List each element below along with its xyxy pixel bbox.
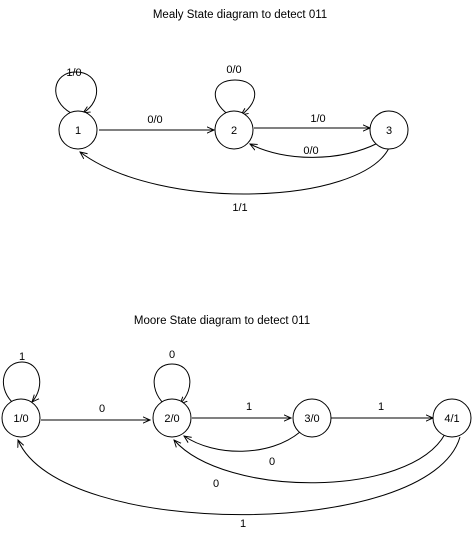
moore-state-4: 4/1	[432, 398, 472, 438]
moore-title: Moore State diagram to detect 011	[134, 315, 310, 327]
moore-edge-s4-s1	[18, 436, 461, 516]
moore-state-3: 3/0	[292, 398, 332, 438]
moore-edge-s1-self-label: 1	[19, 351, 25, 363]
moore-edge-s4-s1-label: 1	[240, 518, 246, 530]
moore-edge-s2-self	[153, 363, 191, 404]
moore-edge-s2-s3-label: 1	[246, 401, 252, 413]
mealy-edge-m3-m2	[250, 142, 379, 158]
moore-edge-s3-s2-label: 0	[269, 456, 275, 468]
moore-state-3-label: 3/0	[304, 413, 319, 425]
mealy-edge-m1-self	[55, 71, 98, 113]
mealy-title: Mealy State diagram to detect 011	[153, 9, 327, 21]
mealy-edge-m1-m2-label: 0/0	[147, 114, 162, 126]
moore-state-1-label: 1/0	[13, 413, 28, 425]
mealy-edge-m3-m2-label: 0/0	[303, 145, 318, 157]
moore-diagram: Moore State diagram to detect 011 1/0 2/…	[1, 315, 472, 530]
mealy-state-3-label: 3	[386, 125, 392, 137]
moore-edge-s2-self-label: 0	[169, 349, 175, 361]
moore-edge-s4-s2-label: 0	[213, 478, 219, 490]
moore-edge-s3-s2	[184, 431, 301, 452]
moore-state-1: 1/0	[1, 398, 41, 438]
moore-edge-s1-s2-label: 0	[99, 403, 105, 415]
mealy-edge-m2-self	[214, 79, 256, 115]
mealy-edge-m3-m1	[80, 147, 390, 195]
moore-edge-s3-s4-label: 1	[378, 401, 384, 413]
moore-state-4-label: 4/1	[444, 413, 459, 425]
mealy-diagram: Mealy State diagram to detect 011 1 2 3 …	[55, 9, 409, 214]
mealy-state-2: 2	[214, 110, 254, 150]
mealy-state-2-label: 2	[231, 125, 237, 137]
mealy-state-1: 1	[58, 110, 98, 150]
moore-edge-s4-s2	[174, 433, 446, 484]
mealy-state-1-label: 1	[75, 125, 81, 137]
mealy-state-3: 3	[369, 110, 409, 150]
mealy-edge-m2-self-label: 0/0	[226, 64, 241, 76]
moore-state-2-label: 2/0	[164, 413, 179, 425]
mealy-edge-m3-m1-label: 1/1	[232, 202, 247, 214]
moore-edge-s1-self	[2, 361, 41, 402]
moore-state-2: 2/0	[152, 398, 192, 438]
mealy-edge-m1-self-label: 1/0	[66, 67, 81, 79]
mealy-edge-m2-m3-label: 1/0	[310, 113, 325, 125]
